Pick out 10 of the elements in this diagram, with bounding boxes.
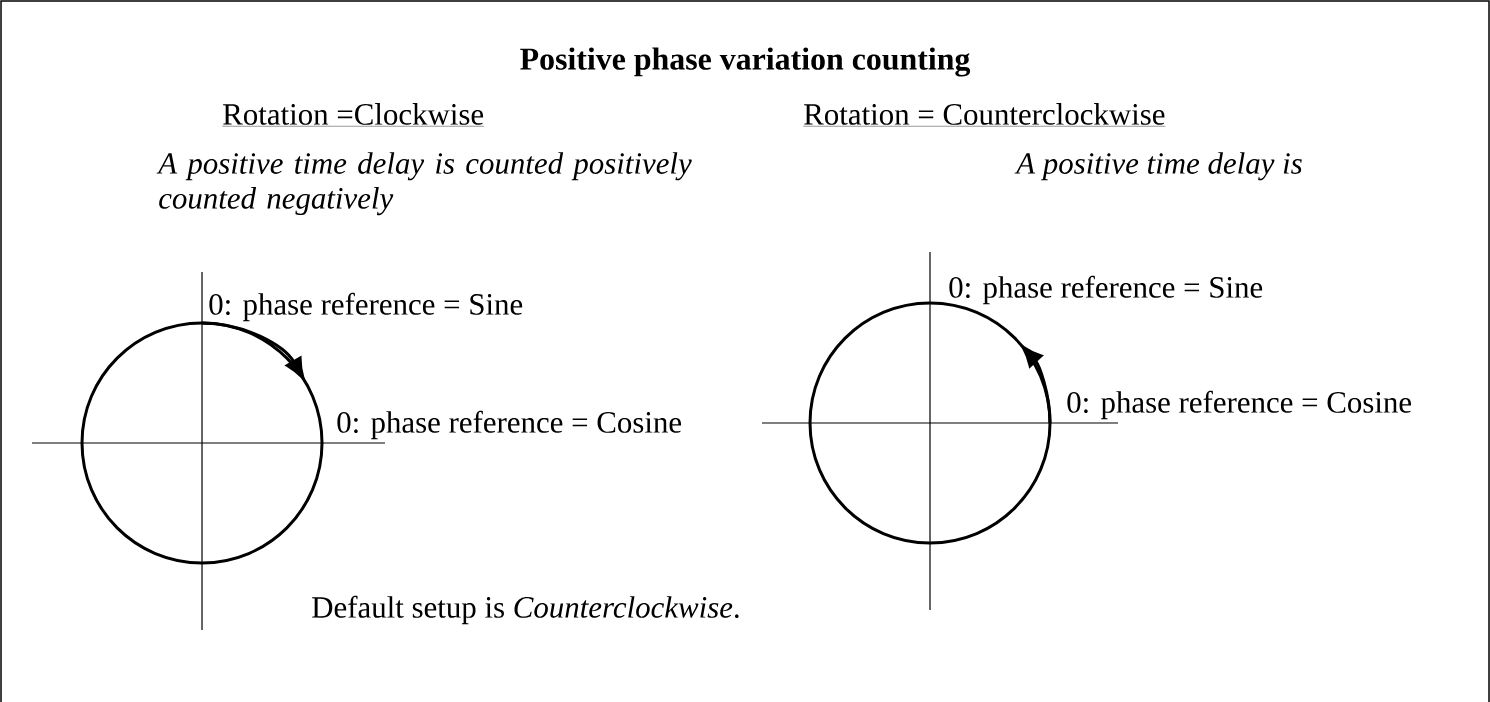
axis-label: 0: phase reference = Sine [209,292,523,322]
title: Positive phase variation counting [520,47,971,77]
axis-label: 0: phase reference = Cosine [337,410,681,440]
axis-label: 0: phase reference = Cosine [1067,390,1411,420]
column-heading: Rotation = Counterclockwise [803,103,1166,127]
axis-label: 0: phase reference = Sine [949,275,1263,305]
note-text: Default setup is Counterclockwise. [312,595,739,625]
note-text: A positive time delay is counted positively counted negatively [156,152,692,216]
column-heading: Rotation =Clockwise [222,103,485,127]
note-text: A positive time delay is [1014,152,1302,181]
